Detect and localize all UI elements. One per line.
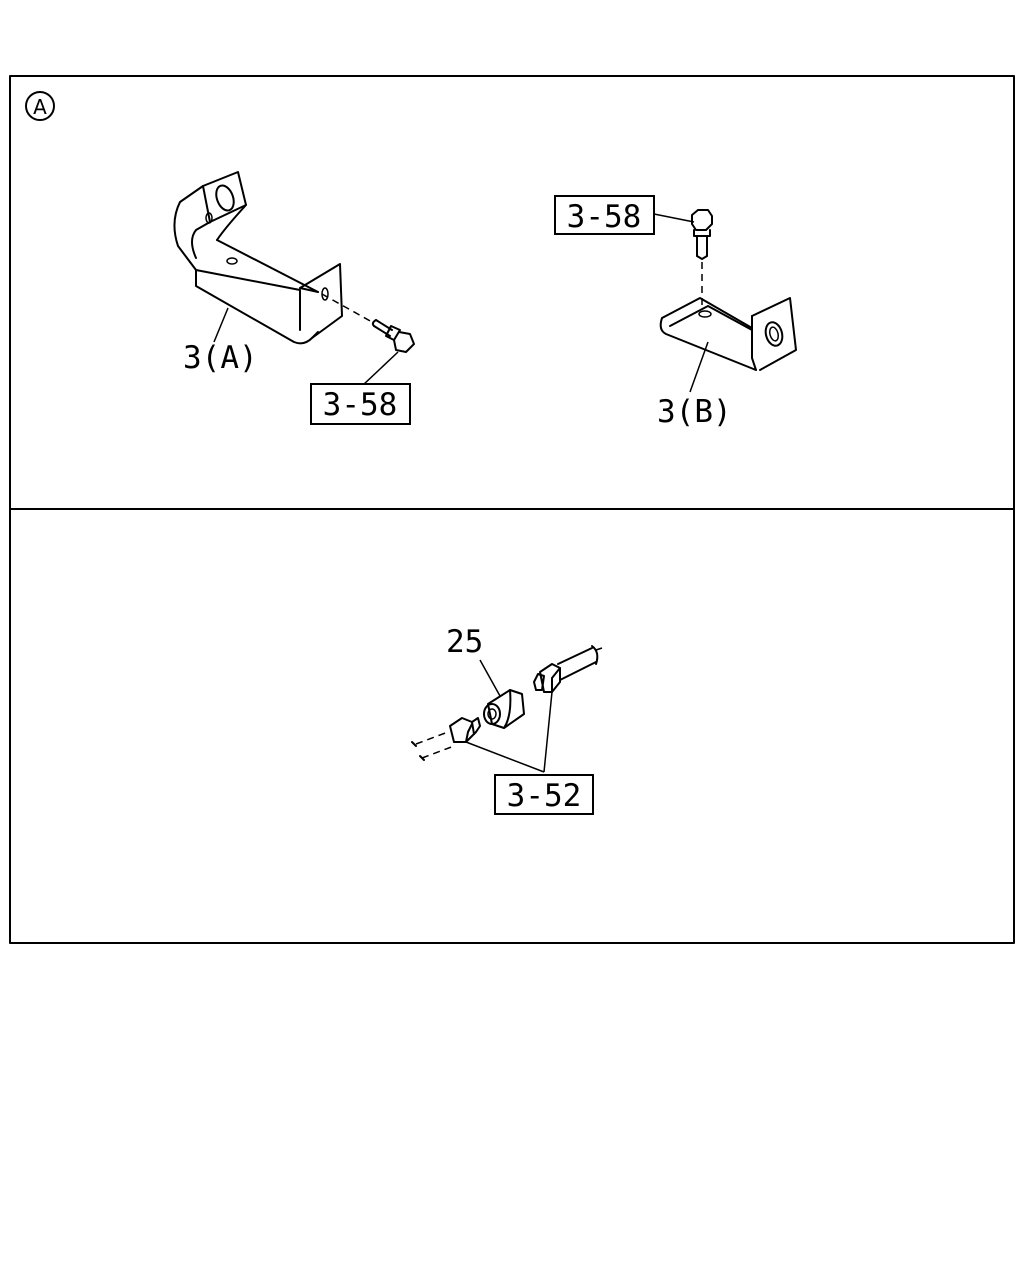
union-ref-box [494,774,594,815]
right-pipe-drawing [533,645,603,693]
bracket-b-label: 3(B) [657,394,732,430]
bracket-b-leader [689,341,709,393]
collar-leader [479,659,501,697]
bracket-a-leader [213,307,229,343]
section-marker-letter: A [33,95,47,119]
collar-icon [483,689,525,729]
bracket-b-drawing [659,297,797,371]
bolt-a-ref-label: 3-58 [323,387,398,423]
bolt-a-leader [361,351,399,387]
bolt-b-icon [691,209,713,260]
union-leaders [465,691,553,773]
section-marker: A [25,91,55,121]
bolt-b-leader [653,213,695,223]
bolt-a-centerline [321,293,373,323]
bracket-a-drawing [173,171,343,345]
left-pipe-drawing [411,717,481,761]
bracket-a-label: 3(A) [183,340,258,376]
bolt-a-ref-box [310,383,411,425]
union-ref-label: 3-52 [507,778,582,814]
upper-panel-frame [9,75,1015,510]
bolt-b-ref-box [554,195,655,235]
collar-label: 25 [446,624,483,660]
bolt-a-icon [371,319,415,353]
bolt-b-ref-label: 3-58 [567,199,642,235]
lower-panel-frame [9,508,1015,944]
